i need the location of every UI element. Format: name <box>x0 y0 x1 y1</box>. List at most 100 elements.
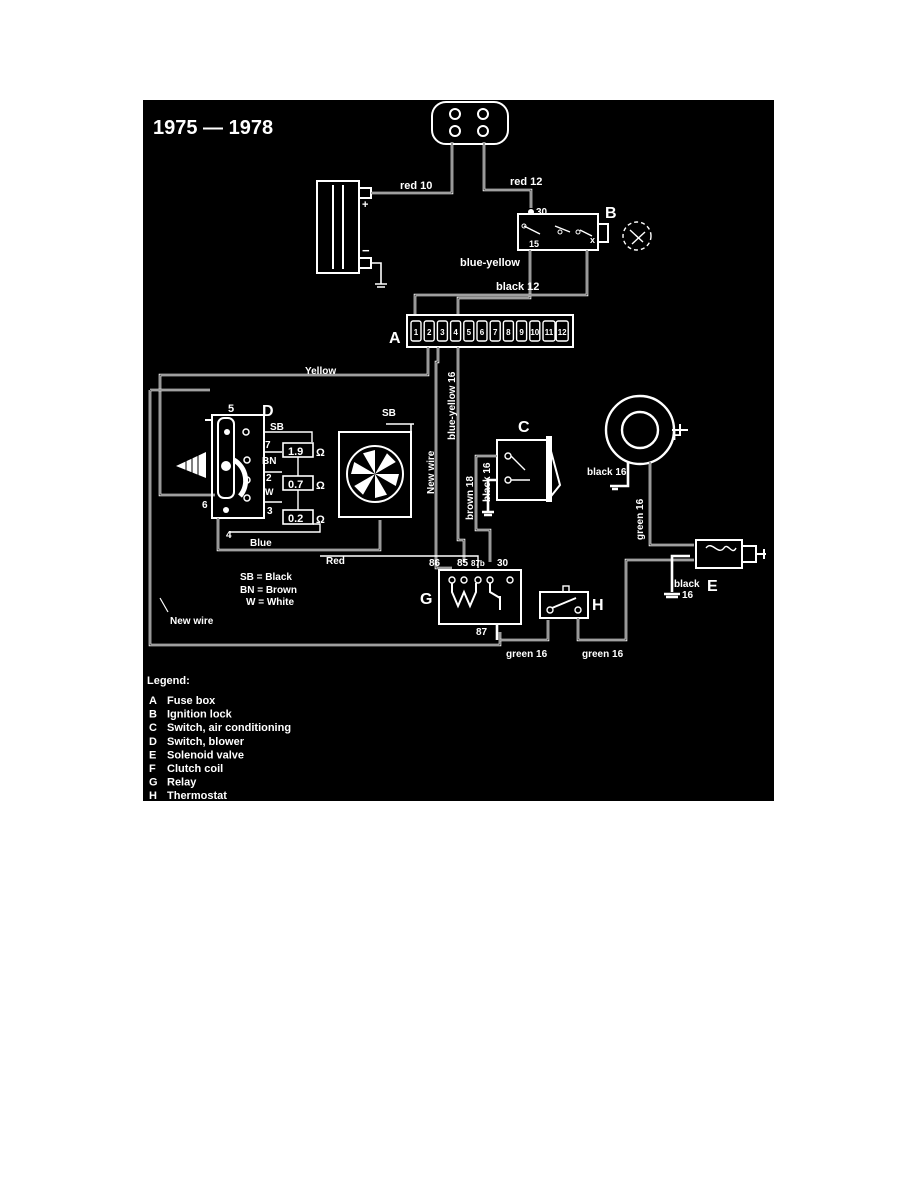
ignition-tx: x <box>590 235 595 245</box>
relay-t86: 86 <box>429 558 441 569</box>
fuse-label-5: 5 <box>467 328 472 337</box>
wire-label-red: Red <box>326 556 345 567</box>
fan-sb-label: SB <box>382 408 396 419</box>
wire-label-black-solenoid-a: black <box>674 579 700 590</box>
legend-key-g: G <box>149 777 158 789</box>
wire-label-red12: red 12 <box>510 176 542 188</box>
legend-key-c: C <box>149 722 157 734</box>
blower-t5: 5 <box>228 403 234 415</box>
legend-key-f: F <box>149 763 156 775</box>
wire-label-yellow: Yellow <box>305 366 336 377</box>
svg-text:−: − <box>362 243 370 258</box>
top-connector <box>431 101 509 145</box>
fuse-1 <box>410 320 422 342</box>
relay-t87: 87 <box>476 627 488 638</box>
ignition-lock: 30 15 x B <box>517 205 652 251</box>
wire-label-black12: black 12 <box>496 281 539 293</box>
fan-blade <box>375 474 399 486</box>
fuse-label-1: 1 <box>414 328 419 337</box>
wire-label-green16-clutch: green 16 <box>635 498 646 540</box>
ignition-t15: 15 <box>529 239 539 249</box>
label-F: F <box>672 427 682 444</box>
fuse-7 <box>489 320 501 342</box>
fuse-9 <box>515 320 528 342</box>
relay-t30: 30 <box>497 558 509 569</box>
wire-label-green16-relay: green 16 <box>506 649 548 660</box>
fuse-11 <box>542 320 556 342</box>
legend-label-b: Ignition lock <box>167 709 233 721</box>
resistor-pack: 1.9 Ω 0.7 Ω 0.2 Ω <box>230 442 325 533</box>
blower-sb: SB <box>270 422 284 433</box>
legend-label-g: Relay <box>167 777 197 789</box>
fuse-6 <box>476 320 488 342</box>
fuse-3 <box>436 320 449 342</box>
blower-w: W <box>265 487 274 497</box>
legend-key-b: B <box>149 709 157 721</box>
resistor-2-unit: Ω <box>316 480 325 492</box>
fuse-label-12: 12 <box>558 328 567 337</box>
wire-label-brown18: brown 18 <box>465 476 476 520</box>
wire-label-black16-clutch: black 16 <box>587 467 627 478</box>
fan-blade <box>375 474 387 498</box>
fuse-label-10: 10 <box>530 328 539 337</box>
resistor-3-value: 0.2 <box>288 513 303 525</box>
fuse-label-8: 8 <box>506 328 511 337</box>
blower-t6: 6 <box>202 500 208 511</box>
fan-blade <box>354 474 375 495</box>
label-B: B <box>605 205 617 222</box>
fuse-12 <box>555 320 569 342</box>
blower-t4: 4 <box>226 530 232 541</box>
fuse-label-11: 11 <box>545 328 554 337</box>
label-D: D <box>262 403 274 420</box>
wire-label-black16: black 16 <box>482 462 493 502</box>
wire-label-red10: red 10 <box>400 180 432 192</box>
relay-t87b: 87b <box>471 559 485 568</box>
legend-label-h: Thermostat <box>167 790 227 802</box>
fan-blade <box>351 462 375 474</box>
resistor-1-value: 1.9 <box>288 446 303 458</box>
label-E: E <box>707 578 718 595</box>
legend-key-h: H <box>149 790 157 802</box>
label-G: G <box>420 591 432 608</box>
wire-label-blue: Blue <box>250 538 272 549</box>
fuse-2 <box>423 320 435 342</box>
fuse-5 <box>463 320 475 342</box>
svg-text:+: + <box>362 199 368 211</box>
fan-blade <box>363 450 375 474</box>
wire-label-new-wire: New wire <box>426 450 437 494</box>
fuse-label-6: 6 <box>480 328 485 337</box>
blower-t7: 7 <box>265 440 271 451</box>
legend-key-a: A <box>149 695 157 707</box>
blower-switch: 5 D 7 SB BN 2 W 3 6 4 <box>176 403 313 541</box>
color-key-w: W = White <box>246 597 294 608</box>
color-key: SB = Black BN = Brown W = White <box>240 572 297 608</box>
wire-label-green16-thermostat: green 16 <box>582 649 624 660</box>
ignition-t30: 30 <box>536 207 548 218</box>
legend-label-c: Switch, air conditioning <box>167 722 291 734</box>
fuse-label-3: 3 <box>440 328 445 337</box>
legend-key-e: E <box>149 749 156 761</box>
solenoid-valve: black 16 E <box>664 539 766 601</box>
blower-t2: 2 <box>266 473 272 484</box>
fuse-label-2: 2 <box>427 328 432 337</box>
color-key-bn: BN = Brown <box>240 585 297 596</box>
fuse-label-7: 7 <box>493 328 498 337</box>
legend-label-d: Switch, blower <box>167 736 245 748</box>
diagram-title: 1975 — 1978 <box>153 117 273 139</box>
legend-label-a: Fuse box <box>167 695 216 707</box>
fan-blade <box>375 453 396 474</box>
relay-t85: 85 <box>457 558 469 569</box>
blower-t3: 3 <box>267 506 273 517</box>
clutch-coil: F black 16 <box>587 394 688 491</box>
legend-label-f: Clutch coil <box>167 763 223 775</box>
legend-key-d: D <box>149 736 157 748</box>
color-key-sb: SB = Black <box>240 572 292 583</box>
resistor-2-value: 0.7 <box>288 479 303 491</box>
fuse-10 <box>529 320 541 342</box>
resistor-1-unit: Ω <box>316 447 325 459</box>
blower-fan: SB <box>338 408 414 518</box>
fuse-4 <box>449 320 462 342</box>
